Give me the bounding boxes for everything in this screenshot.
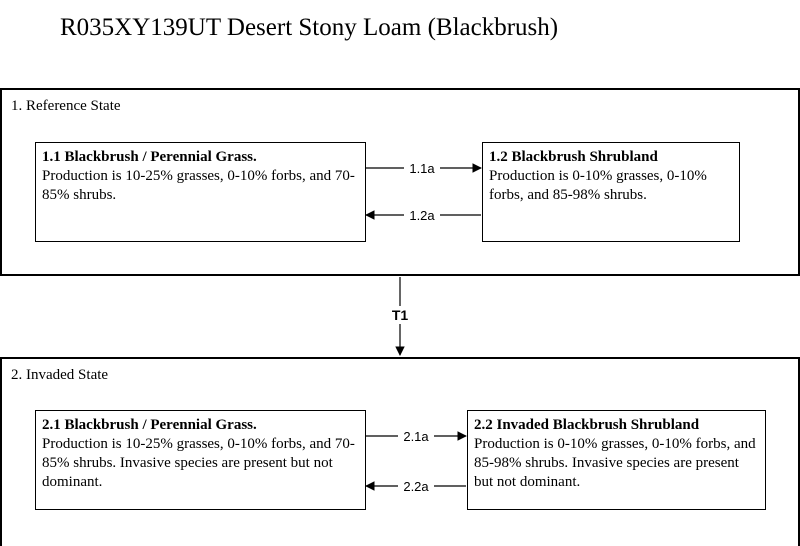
phase-title-2-1: 2.1 Blackbrush / Perennial Grass.: [42, 417, 257, 433]
phase-title-2-2: 2.2 Invaded Blackbrush Shrubland: [474, 417, 700, 433]
transition-label-1-1a: 1.1a: [409, 161, 435, 176]
transition-label-2-2a: 2.2a: [403, 479, 429, 494]
phase-description-1-1: Production is 10-25% grasses, 0-10% forb…: [42, 168, 355, 203]
state-label-reference: 1. Reference State: [11, 98, 121, 114]
phase-box-2-2: 2.2 Invaded Blackbrush Shrubland Product…: [467, 410, 766, 510]
label-bg-1-2a: [404, 207, 440, 223]
transition-label-1-2a: 1.2a: [409, 208, 435, 223]
phase-box-2-1: 2.1 Blackbrush / Perennial Grass. Produc…: [35, 410, 366, 510]
phase-description-1-2: Production is 0-10% grasses, 0-10% forbs…: [489, 168, 707, 203]
phase-title-1-1: 1.1 Blackbrush / Perennial Grass.: [42, 149, 257, 165]
state-label-invaded: 2. Invaded State: [11, 367, 109, 383]
transition-label-2-1a: 2.1a: [403, 429, 429, 444]
phase-box-1-2: 1.2 Blackbrush Shrubland Production is 0…: [482, 142, 740, 242]
phase-box-1-1: 1.1 Blackbrush / Perennial Grass. Produc…: [35, 142, 366, 242]
label-bg-2-2a: [398, 478, 434, 494]
phase-description-2-2: Production is 0-10% grasses, 0-10% forbs…: [474, 436, 756, 490]
phase-description-2-1: Production is 10-25% grasses, 0-10% forb…: [42, 436, 355, 490]
label-bg-t1: [386, 306, 414, 324]
transition-label-t1: T1: [392, 307, 409, 323]
label-bg-1-1a: [404, 160, 440, 176]
phase-title-1-2: 1.2 Blackbrush Shrubland: [489, 149, 658, 165]
label-bg-2-1a: [398, 428, 434, 444]
diagram-title: R035XY139UT Desert Stony Loam (Blackbrus…: [60, 14, 559, 41]
